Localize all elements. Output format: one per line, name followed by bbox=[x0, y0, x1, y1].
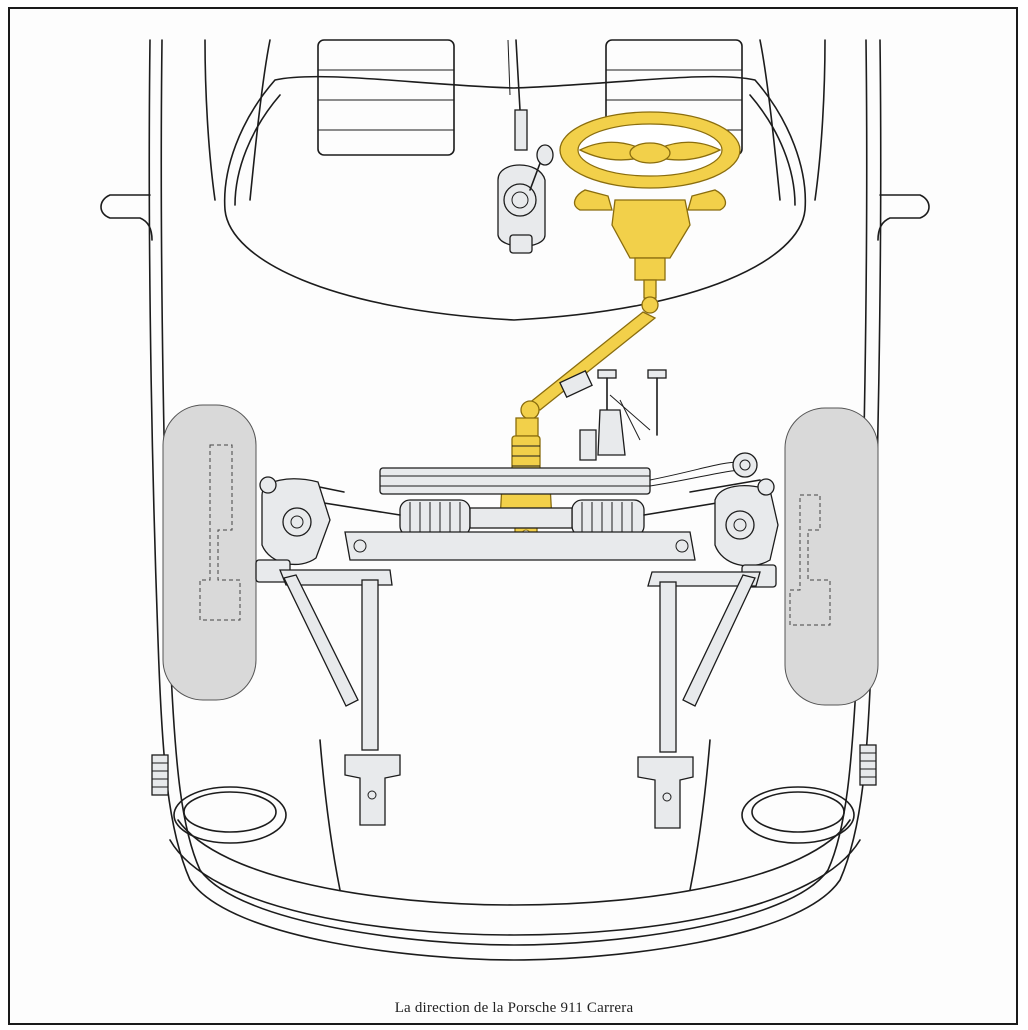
gear-lever-icon bbox=[497, 39, 554, 254]
steering-rack-icon bbox=[284, 452, 761, 561]
left-front-wheel bbox=[162, 404, 401, 826]
right-front-wheel bbox=[637, 407, 879, 829]
steering-wheel-icon bbox=[559, 111, 741, 281]
right-corner-bellows bbox=[859, 744, 877, 786]
figure-caption: La direction de la Porsche 911 Carrera bbox=[394, 1000, 634, 1016]
pedal-icon bbox=[559, 369, 667, 461]
left-corner-bellows bbox=[151, 754, 169, 796]
